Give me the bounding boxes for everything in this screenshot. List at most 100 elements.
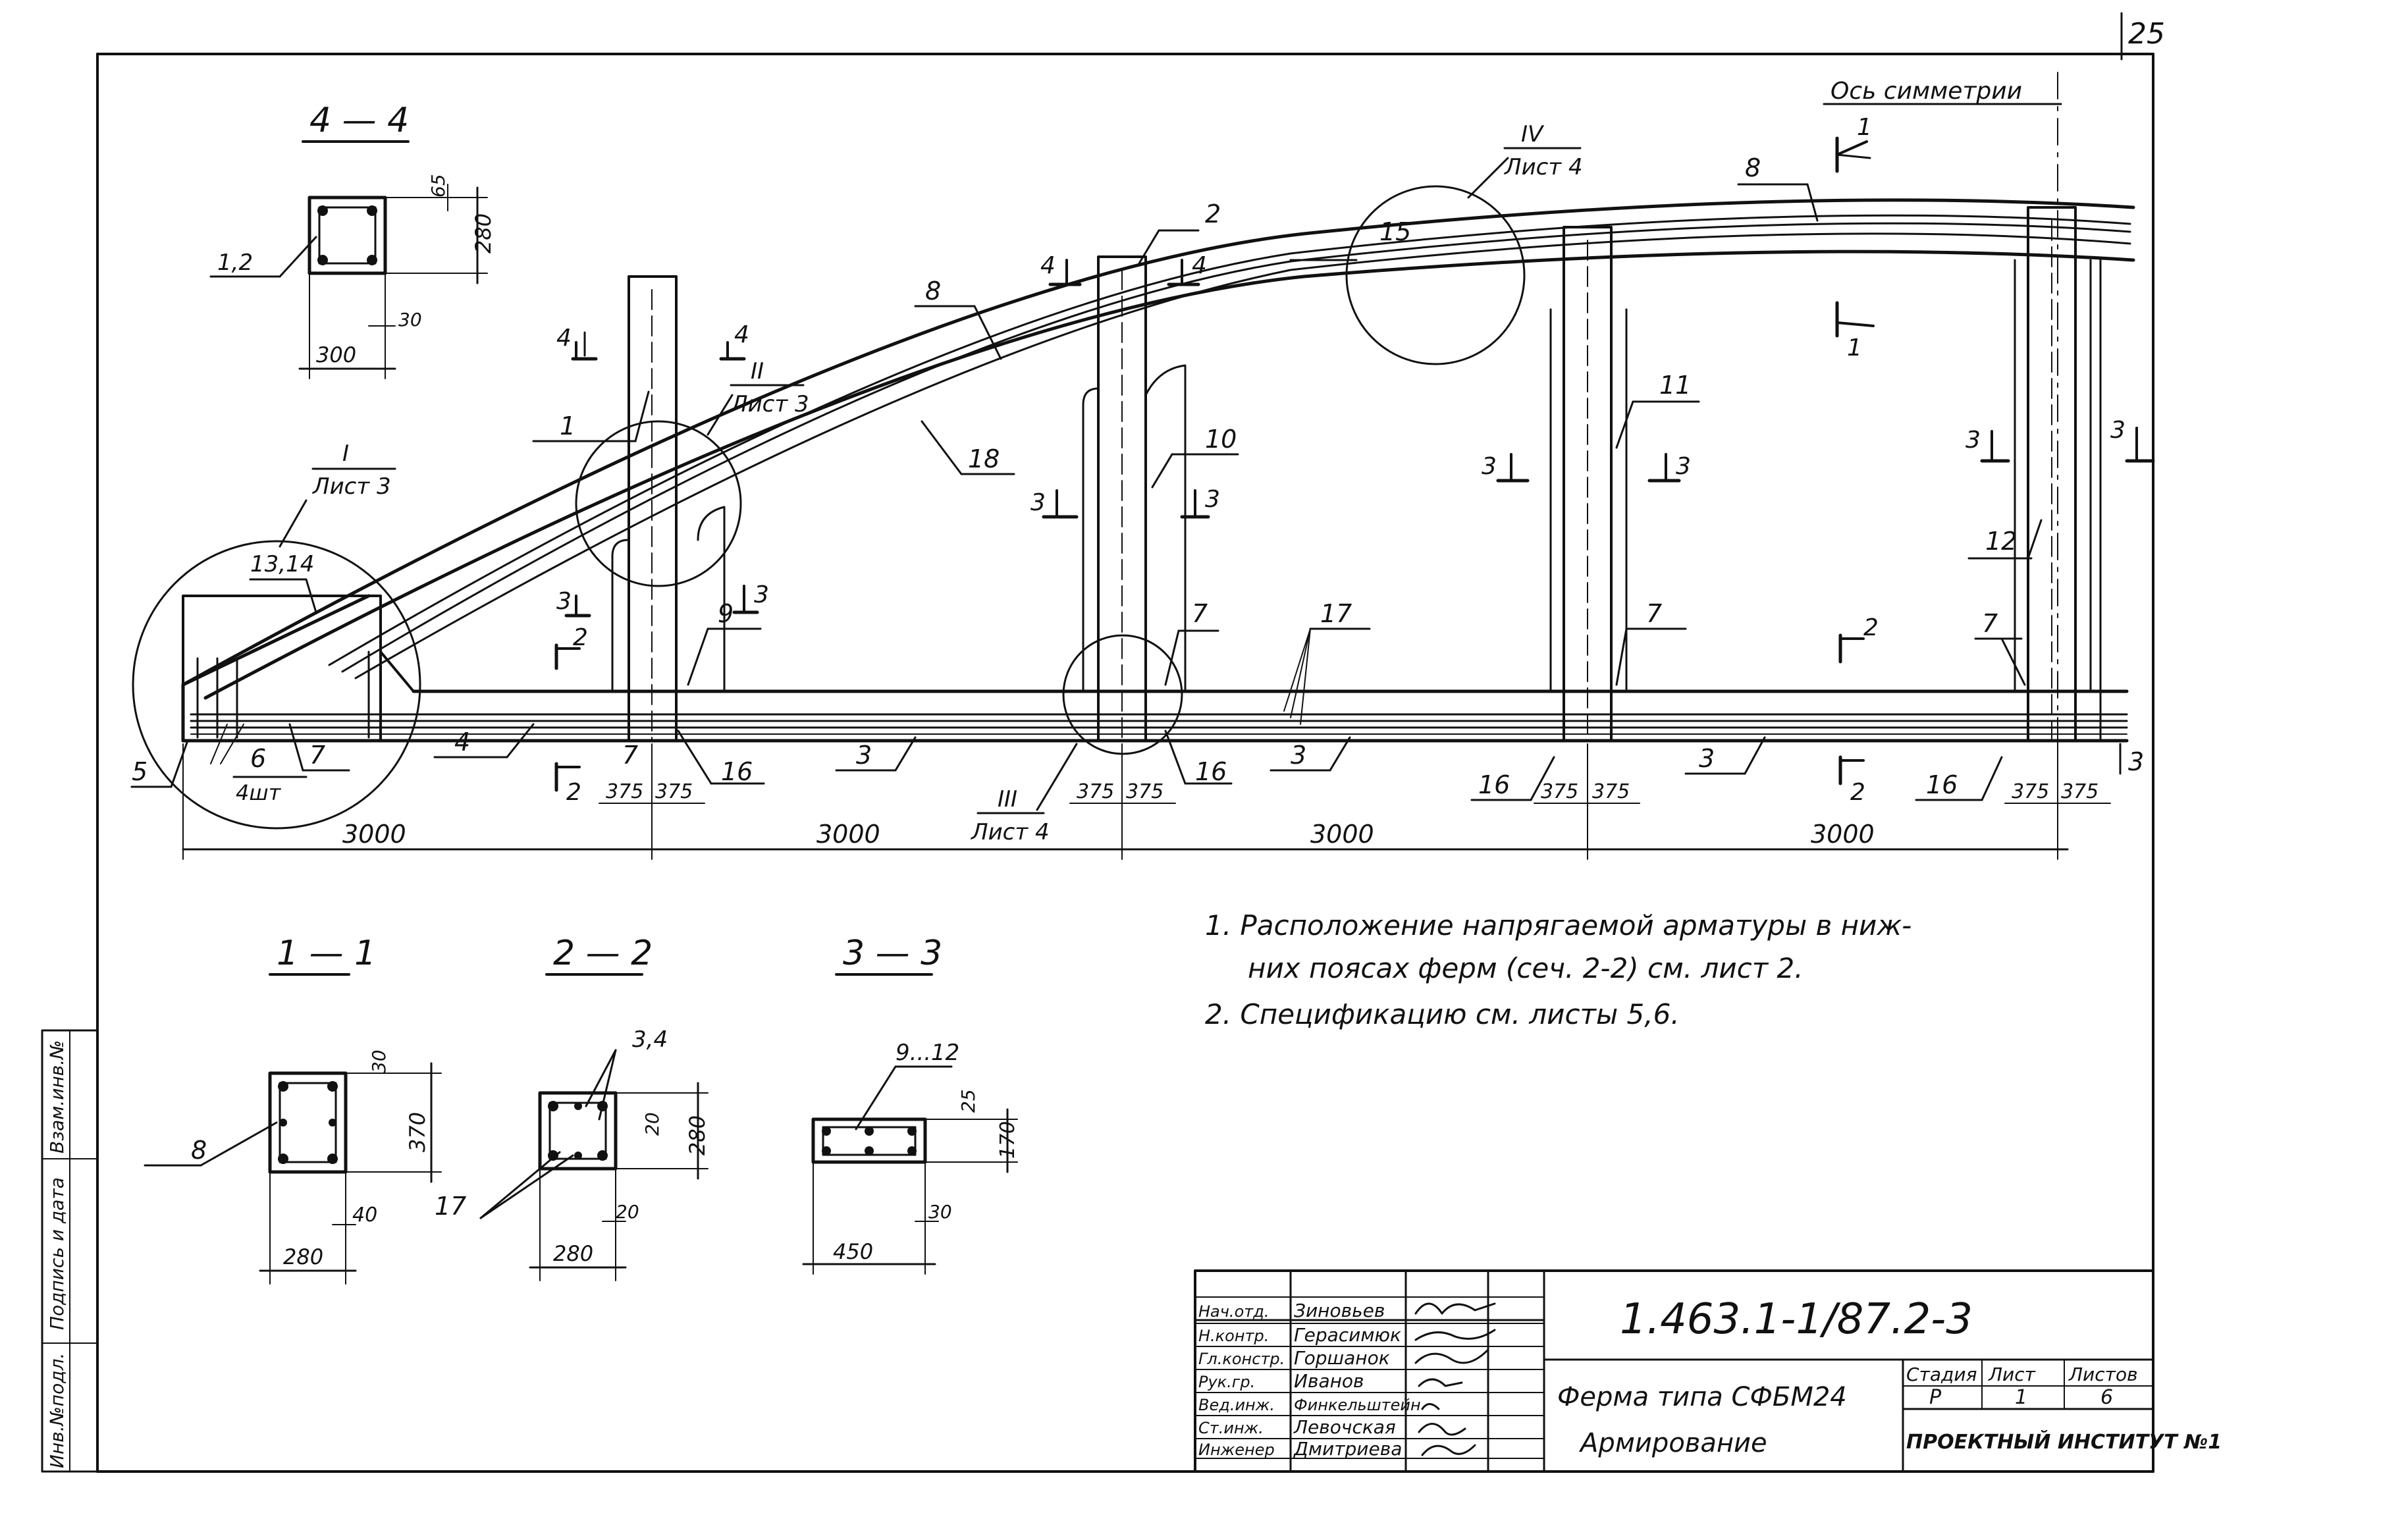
pos-6: 6 — [250, 744, 266, 773]
stamp-replace: Взам.инв.№ — [46, 1040, 68, 1154]
post-3 — [1549, 226, 1628, 742]
dim-2-280v: 280 — [685, 1115, 710, 1155]
dim-4-300: 300 — [316, 342, 356, 367]
cut-3-f: 3 — [2110, 417, 2125, 444]
stamp-sign: Подпись и дата — [46, 1177, 68, 1330]
dim-375-h: 375 — [2061, 780, 2099, 803]
section-3-3-title: 3 — 3 — [843, 934, 942, 973]
title-block — [1194, 1269, 2154, 1473]
pos-17-b: 17 — [435, 1192, 466, 1221]
callout-II-sheet: Лист 3 — [730, 391, 809, 417]
stamp-inv: Инв.№подл. — [46, 1353, 68, 1468]
dim-2-20b: 20 — [616, 1201, 639, 1223]
cut-marks — [554, 136, 2155, 792]
dimension-chain — [182, 743, 2111, 860]
cut-4-b: 4 — [734, 321, 749, 348]
pos-16-a: 16 — [721, 757, 753, 786]
cut-3-a: 3 — [1030, 489, 1046, 516]
tb-name-5: Левочская — [1293, 1416, 1396, 1438]
tb-role-6: Инженер — [1198, 1441, 1275, 1459]
sheet-number: 25 — [2128, 17, 2165, 51]
cut-3-h: 3 — [754, 581, 769, 608]
callout-IV-sheet: Лист 4 — [1503, 154, 1583, 180]
detail-circle-IV — [1345, 185, 1526, 365]
post-4 — [2014, 206, 2102, 742]
top-chord-bar-b — [341, 222, 2131, 673]
dim-1-40: 40 — [352, 1204, 377, 1227]
callout-IV: IV — [1521, 121, 1545, 147]
dim-3000-b: 3000 — [816, 820, 880, 849]
pos-12: 12 — [1985, 527, 2017, 556]
note-line-3: 2. Спецификацию см. листы 5,6. — [1205, 998, 1680, 1030]
post-2 — [1082, 255, 1187, 742]
pos-18: 18 — [968, 444, 1000, 473]
cut-3-b: 3 — [1205, 486, 1220, 513]
section-4-4 — [209, 184, 488, 379]
tb-title-1: Ферма типа СФБМ24 — [1557, 1382, 1847, 1412]
cut-4-d: 4 — [1192, 252, 1207, 279]
pos-3-b: 3 — [1291, 741, 1306, 770]
dim-375-e: 375 — [1541, 780, 1578, 803]
pos-7-c: 7 — [1646, 599, 1662, 628]
dim-3-450: 450 — [833, 1239, 873, 1264]
tb-name-4: Финкельштейн — [1294, 1396, 1421, 1414]
tb-role-3: Рук.гр. — [1198, 1373, 1255, 1391]
tb-sheets-label: Листов — [2068, 1364, 2138, 1385]
section-2-2 — [479, 1049, 708, 1281]
tb-sheet: 1 — [2015, 1386, 2027, 1409]
side-stamp — [41, 1029, 99, 1473]
cut-1-a: 1 — [1857, 114, 1872, 141]
note-line-2: них поясах ферм (сеч. 2-2) см. лист 2. — [1248, 952, 1804, 984]
pos-13-14: 13,14 — [250, 551, 314, 577]
truss-elevation — [132, 185, 2135, 830]
cut-2-b: 2 — [566, 779, 581, 806]
callout-I-sheet: Лист 3 — [311, 473, 391, 500]
callout-I: I — [342, 440, 349, 467]
tb-role-0: Нач.отд. — [1198, 1302, 1269, 1321]
cut-1-b: 1 — [1847, 334, 1862, 361]
cut-3-e: 3 — [1965, 427, 1981, 454]
section-1-1-title: 1 — 1 — [277, 934, 376, 973]
top-chord-outer — [181, 198, 2135, 687]
dim-4-30: 30 — [398, 309, 422, 331]
tb-sheets: 6 — [2100, 1386, 2113, 1409]
dim-3000-a: 3000 — [342, 820, 406, 849]
pos-1: 1 — [560, 412, 575, 440]
pos-7-e: 7 — [622, 741, 638, 770]
pos-8-a: 8 — [925, 277, 941, 305]
pos-7-a: 7 — [309, 741, 325, 770]
dim-375-f: 375 — [1592, 780, 1630, 803]
tb-name-0: Зиновьев — [1294, 1300, 1385, 1321]
tb-org: ПРОЕКТНЫЙ ИНСТИТУТ №1 — [1906, 1430, 2222, 1454]
tb-name-3: Иванов — [1294, 1370, 1364, 1392]
support-block — [182, 595, 382, 742]
dim-375-a: 375 — [606, 780, 643, 803]
dim-3-30: 30 — [928, 1201, 952, 1223]
pos-11: 11 — [1659, 371, 1691, 400]
tb-role-4: Вед.инж. — [1198, 1396, 1275, 1414]
pos-3-4: 3,4 — [632, 1026, 668, 1053]
cut-2-d: 2 — [1850, 779, 1865, 806]
cut-3-c: 3 — [1482, 453, 1497, 480]
post-1 — [611, 275, 726, 742]
dim-375-d: 375 — [1126, 780, 1163, 803]
dim-1-370: 370 — [405, 1112, 430, 1152]
pos-8-b: 8 — [1745, 153, 1761, 182]
tb-name-6: Дмитриева — [1293, 1438, 1402, 1460]
pos-17-a: 17 — [1320, 599, 1352, 628]
callout-III-sheet: Лист 4 — [970, 819, 1050, 845]
tb-name-1: Герасимюк — [1294, 1324, 1401, 1346]
dim-2-280: 280 — [553, 1241, 593, 1266]
tb-stage: Р — [1929, 1386, 1942, 1409]
tb-stage-label: Стадия — [1906, 1364, 1977, 1385]
tb-code: 1.463.1-1/87.2-3 — [1620, 1295, 1973, 1344]
pos-7-d: 7 — [1982, 609, 1998, 638]
pos-7-b: 7 — [1192, 599, 1208, 628]
detail-circle-I — [132, 540, 421, 830]
dim-375-g: 375 — [2012, 780, 2049, 803]
pos-3-d: 3 — [2128, 747, 2144, 776]
pos-9: 9 — [718, 599, 734, 628]
section-2-2-title: 2 — 2 — [553, 934, 653, 973]
section-4-4-title: 4 — 4 — [309, 101, 409, 140]
